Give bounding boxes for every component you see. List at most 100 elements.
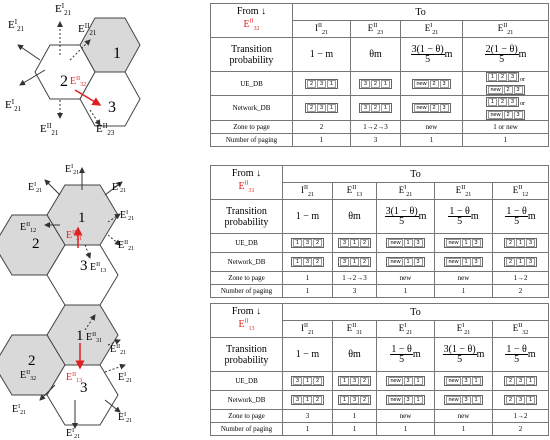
paging-cell: 1: [376, 284, 435, 298]
from-header: From ↓ EII13: [210, 303, 283, 338]
from-header: From ↓ EII31: [210, 165, 283, 200]
cell-1-number-lower: 1: [76, 328, 84, 344]
col-header: EII23: [350, 20, 401, 38]
zone-cell: 3: [282, 409, 333, 423]
row-label-network-db: Network_DB: [210, 390, 283, 410]
zone-cell: new: [376, 271, 435, 285]
paging-cell: 1: [282, 422, 333, 436]
col-header: EI21: [434, 320, 493, 338]
row-label-number-of-paging: Number of paging: [210, 132, 293, 147]
prob-cell: θm: [332, 337, 377, 372]
label-e2-32-red: EII32: [70, 76, 86, 88]
prob-cell: 1 − m: [282, 337, 333, 372]
cell-1-number-upper: 1: [78, 210, 86, 226]
cell-3-number-upper: 3: [80, 258, 88, 274]
prob-cell: θm: [350, 37, 401, 72]
to-header: To: [281, 303, 550, 321]
hex-cell-3-lower: [46, 364, 119, 426]
cell-3-number-lower: 3: [80, 380, 88, 396]
paging-cell: 1: [461, 132, 550, 147]
paging-cell: 1: [292, 132, 351, 147]
col-header: EII21: [461, 20, 550, 38]
row-label-zone-to-page: Zone to page: [210, 409, 283, 423]
zone-cell: 1 or new: [461, 119, 550, 134]
to-header: To: [291, 3, 550, 21]
zone-cell: 1→2→3: [332, 271, 377, 285]
row-label-ue-db: UE_DB: [210, 233, 283, 253]
prob-cell: 1 − m: [282, 199, 333, 234]
cell-3-number: 3: [108, 99, 116, 116]
zone-cell: 1: [282, 271, 333, 285]
label-e1-21-topleft: EI21: [8, 18, 25, 33]
hex-cell-3: [79, 71, 141, 127]
row-label-ue-db: UE_DB: [210, 70, 293, 97]
label-e1-21-right-lower: EI21: [118, 372, 132, 384]
row-label-number-of-paging: Number of paging: [210, 284, 283, 298]
col-header: EI21: [376, 182, 435, 200]
paging-cell: 1: [376, 422, 435, 436]
col-header: III21: [292, 20, 351, 38]
row-label-ue-db: UE_DB: [210, 371, 283, 391]
col-header: EII31: [332, 320, 377, 338]
row-label-number-of-paging: Number of paging: [210, 422, 283, 436]
paging-cell: 1: [332, 422, 377, 436]
label-e1-21-b: EI21: [28, 182, 42, 194]
label-e2-21-bottom: EII21: [40, 122, 59, 137]
prob-cell: θm: [332, 199, 377, 234]
zone-cell: new: [434, 271, 493, 285]
paging-cell: 1: [282, 284, 333, 298]
label-e1-21-a: EI21: [65, 164, 79, 176]
col-header: EI21: [400, 20, 463, 38]
label-e1-21-left: EI21: [5, 98, 22, 113]
label-e1-21-d: EI21: [120, 210, 134, 222]
label-e1-21-br-lower: EI21: [118, 412, 132, 424]
row-label-zone-to-page: Zone to page: [210, 271, 283, 285]
cell-2-number: 2: [60, 73, 68, 90]
col-header: III21: [282, 320, 333, 338]
col-header: EI21: [376, 320, 435, 338]
row-label-zone-to-page: Zone to page: [210, 119, 293, 134]
paging-cell: 3: [350, 132, 401, 147]
row-label-network-db: Network_DB: [210, 252, 283, 272]
zone-cell: 1→2: [491, 409, 550, 423]
hexagon-diagram-bottom: EI21 EI21 EI21 EII12 1 EII31 2 EI21 EII2…: [0, 164, 134, 440]
transition-table-e2-31: From ↓ EII31 To III21 EII13 EI21 EII21 E…: [210, 165, 550, 298]
label-e1-21-bm-lower: EI21: [66, 428, 80, 440]
paging-cell: 1: [434, 284, 493, 298]
zone-cell: 1→2→3: [350, 119, 401, 134]
label-e2-23: EII23: [96, 122, 115, 137]
paging-cell: 1: [434, 422, 493, 436]
transition-table-e2-13: From ↓ EII13 To III21 EII31 EI21 EI21 EI…: [210, 303, 550, 436]
paging-cell: 2: [491, 422, 550, 436]
